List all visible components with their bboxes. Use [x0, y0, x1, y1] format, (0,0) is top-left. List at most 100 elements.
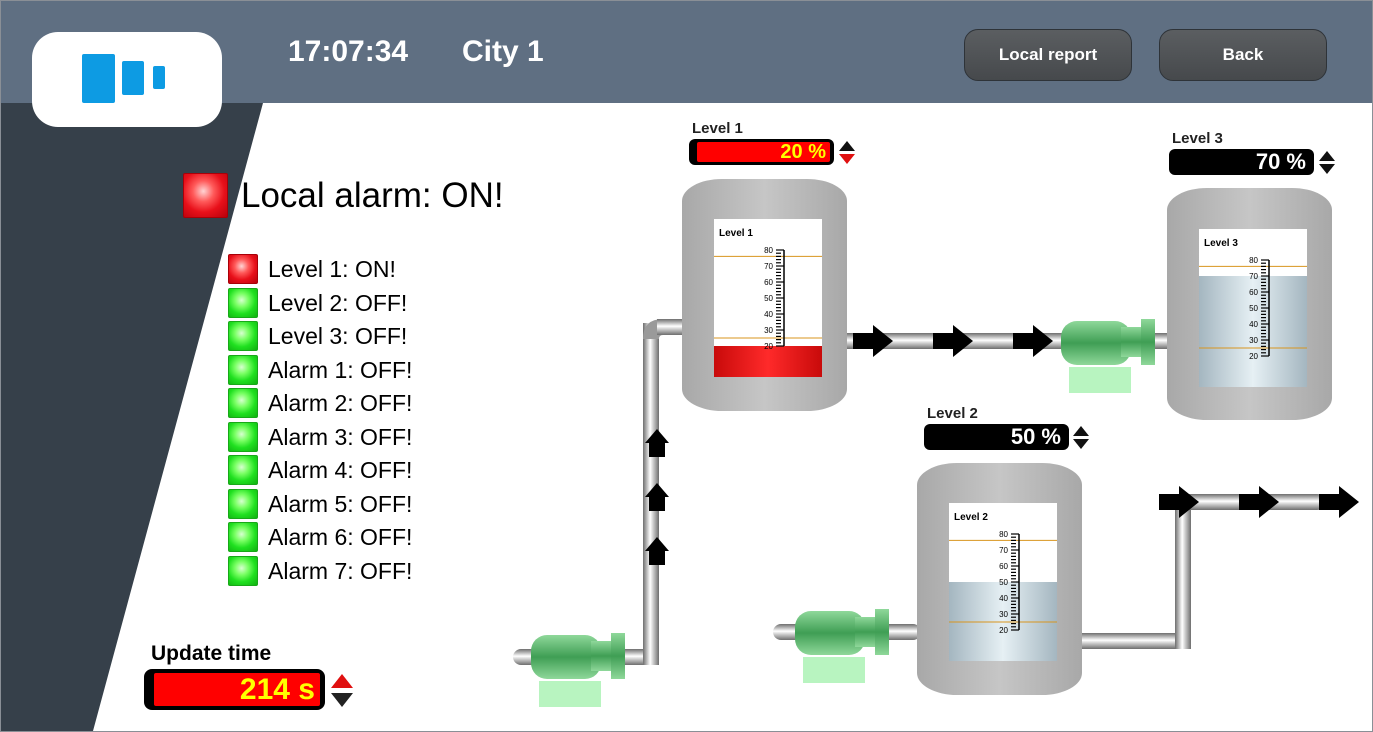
liquid-level [714, 346, 822, 377]
alarm-row: Alarm 1: OFF! [228, 355, 412, 385]
gauge-tick-label: 40 [1249, 320, 1258, 329]
alarm-row: Level 2: OFF! [228, 288, 407, 318]
led-icon [228, 254, 258, 284]
led-icon [228, 288, 258, 318]
logo-icon-bar-3 [153, 66, 165, 89]
tank-3-display[interactable]: 70 % [1169, 149, 1314, 175]
alarm-label: Alarm 2: OFF! [268, 389, 413, 416]
tank-1-title: Level 1 [692, 120, 743, 137]
gauge-tick-label: 20 [1249, 352, 1258, 361]
alarm-row: Alarm 5: OFF! [228, 489, 412, 519]
spinner-up-icon[interactable] [1073, 426, 1089, 436]
tank-2-display[interactable]: 50 % [924, 424, 1069, 450]
pipe-tank2-outlet [1077, 494, 1325, 649]
pump-2-icon[interactable] [795, 609, 889, 683]
tank-2-spinner[interactable] [1073, 425, 1089, 451]
tank-3-title: Level 3 [1172, 130, 1223, 147]
led-icon [228, 388, 258, 418]
update-time-display[interactable]: 214 s [144, 669, 325, 710]
flow-arrow-icon [645, 325, 1359, 565]
alarm-row: Level 3: OFF! [228, 321, 407, 351]
gauge-tick-label: 80 [1249, 256, 1258, 265]
alarm-label: Level 1: ON! [268, 255, 396, 282]
spinner-up-icon[interactable] [331, 674, 353, 688]
gauge-tick-label: 60 [1249, 288, 1258, 297]
tank-3-spinner[interactable] [1319, 150, 1335, 176]
gauge-tick-label: 20 [764, 342, 773, 351]
gauge-tick-label: 50 [764, 294, 773, 303]
tank-1-display[interactable]: 20 % [689, 139, 834, 165]
alarm-label: Alarm 5: OFF! [268, 490, 413, 517]
alarm-row: Alarm 2: OFF! [228, 388, 412, 418]
gauge-tick-label: 70 [999, 546, 1008, 555]
logo[interactable] [32, 32, 222, 127]
gauge-tick-label: 50 [1249, 304, 1258, 313]
logo-icon-bar-2 [122, 61, 144, 95]
gauge-tick-label: 30 [764, 326, 773, 335]
update-time-label: Update time [151, 642, 272, 665]
local-alarm-summary: Local alarm: ON! [183, 173, 504, 218]
spinner-down-icon[interactable] [331, 693, 353, 707]
alarm-label: Level 3: OFF! [268, 322, 408, 349]
gauge-tick-label: 40 [999, 594, 1008, 603]
alarm-label: Alarm 1: OFF! [268, 356, 413, 383]
led-icon [228, 522, 258, 552]
led-icon [228, 489, 258, 519]
gauge-tick-label: 30 [999, 610, 1008, 619]
alarm-label: Level 2: OFF! [268, 289, 408, 316]
gauge-tick-label: 70 [764, 262, 773, 271]
led-icon [228, 455, 258, 485]
spinner-up-icon[interactable] [839, 141, 855, 151]
pump-icon[interactable] [531, 633, 625, 707]
update-time-value: 214 s [239, 673, 315, 706]
gauge-tick-label: 70 [1249, 272, 1258, 281]
gauge-title: Level 1 [719, 228, 753, 239]
alarm-row: Level 1: ON! [228, 254, 396, 284]
tank-1-spinner[interactable] [839, 140, 855, 166]
back-button[interactable]: Back [1159, 29, 1327, 81]
alarm-label: Alarm 6: OFF! [268, 523, 413, 550]
alarm-row: Alarm 4: OFF! [228, 455, 412, 485]
gauge-tick-label: 80 [764, 246, 773, 255]
spinner-down-icon[interactable] [839, 154, 855, 164]
local-report-button[interactable]: Local report [964, 29, 1132, 81]
header-bar [1, 1, 1372, 103]
tank-2-value: 50 % [1010, 424, 1061, 449]
level-gauge: 80 70 60 50 40 30 20 Level 2 [949, 503, 1057, 661]
pump-3-icon[interactable] [1061, 319, 1155, 393]
alarm-row: Alarm 3: OFF! [228, 422, 412, 452]
led-icon [228, 556, 258, 586]
spinner-up-icon[interactable] [1319, 151, 1335, 161]
led-icon [228, 422, 258, 452]
spinner-down-icon[interactable] [1073, 439, 1089, 449]
gauge-tick-label: 20 [999, 626, 1008, 635]
logo-icon [82, 54, 115, 103]
alarm-label: Alarm 3: OFF! [268, 423, 413, 450]
gauge-tick-label: 60 [764, 278, 773, 287]
gauge-tick-label: 30 [1249, 336, 1258, 345]
gauge-tick-label: 60 [999, 562, 1008, 571]
alarm-row: Alarm 6: OFF! [228, 522, 412, 552]
alarm-row: Alarm 7: OFF! [228, 556, 412, 586]
tank-3-value: 70 % [1255, 149, 1306, 174]
gauge-title: Level 3 [1204, 238, 1238, 249]
gauge-title: Level 2 [954, 512, 988, 523]
gauge-tick-label: 40 [764, 310, 773, 319]
level-gauge: 80 70 60 50 40 30 20 Level 3 [1199, 229, 1307, 387]
led-icon [228, 355, 258, 385]
liquid-level [1199, 276, 1307, 387]
local-alarm-label: Local alarm: ON! [241, 175, 504, 215]
clock-time: 17:07:34 [288, 35, 409, 68]
update-time-spinner[interactable] [331, 673, 353, 709]
gauge-tick-label: 80 [999, 530, 1008, 539]
level-gauge: 80 70 60 50 40 30 20 Level 1 [714, 219, 822, 377]
gauge-tick-label: 50 [999, 578, 1008, 587]
led-icon [228, 321, 258, 351]
tank-1-value: 20 % [780, 141, 826, 163]
spinner-down-icon[interactable] [1319, 164, 1335, 174]
alarm-label: Alarm 4: OFF! [268, 456, 413, 483]
tank-2-title: Level 2 [927, 405, 978, 422]
